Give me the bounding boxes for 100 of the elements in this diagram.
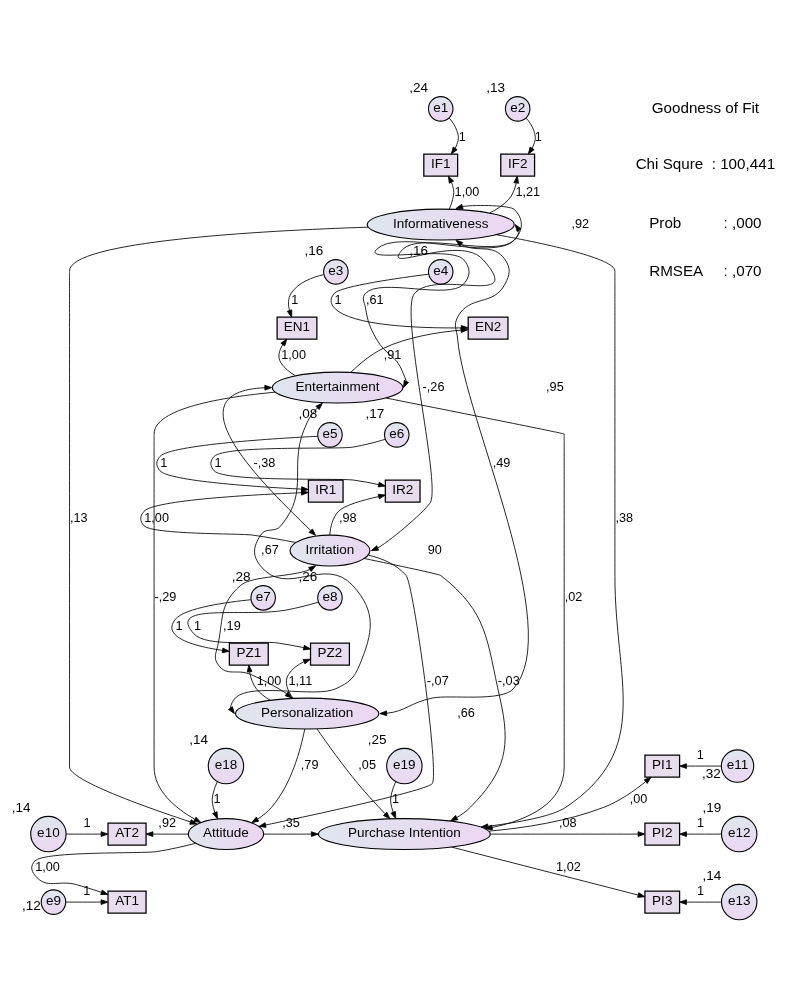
edge-label: 1	[697, 816, 705, 831]
arrow	[156, 435, 318, 492]
edge-label: 1	[391, 792, 400, 807]
edge-label: 1,00	[281, 347, 306, 362]
edge-label: 1,00	[144, 510, 169, 525]
edge-label: ,61	[365, 292, 384, 307]
edge-label: ,00	[629, 792, 648, 807]
node-box: EN1	[276, 316, 318, 340]
node-circle: e8	[317, 585, 343, 611]
node-label: ,12	[22, 897, 41, 913]
arrow	[379, 239, 529, 717]
arrow	[258, 554, 434, 828]
arrow	[448, 117, 459, 155]
label: ,92	[571, 216, 590, 231]
edge-label: -,29	[154, 589, 177, 604]
edge-label: ,19	[223, 618, 241, 633]
node-box: PI2	[644, 822, 681, 846]
arrow	[211, 781, 218, 820]
label: Chi Squre : 100,441	[635, 154, 776, 172]
arrow	[679, 763, 722, 769]
node-box: IF1	[423, 153, 459, 177]
node-label: ,28	[231, 569, 251, 585]
arrow	[447, 175, 455, 210]
edge-label: 1	[458, 129, 466, 144]
node-circle: e7	[250, 585, 276, 611]
node-label: ,14	[702, 868, 722, 884]
arrow	[525, 117, 536, 155]
edge-label: 1	[213, 792, 221, 807]
arrow	[329, 493, 386, 536]
edge-label: 1	[194, 618, 202, 633]
arrow	[679, 899, 722, 905]
arrow	[210, 438, 386, 488]
arrow	[251, 728, 306, 824]
edge-label: ,35	[282, 816, 300, 831]
edge-label: -,03	[497, 673, 520, 688]
node-circle: e19	[386, 747, 423, 785]
label: ,66	[457, 705, 475, 720]
node-circle: e10	[30, 815, 67, 853]
edge-label: 1,02	[556, 860, 581, 875]
arrow	[145, 831, 189, 837]
node-ellipse: Informativeness	[366, 208, 515, 241]
node-circle: e4	[427, 259, 454, 285]
edge-label: -,26	[422, 379, 445, 394]
node-box: EN2	[467, 316, 509, 340]
node-label: ,13	[486, 80, 506, 96]
edge-label: -,38	[253, 455, 276, 470]
arrow	[278, 338, 296, 377]
arrow	[370, 224, 522, 551]
node-circle: e11	[720, 749, 755, 783]
node-box: PI1	[644, 754, 681, 778]
arrow	[362, 203, 522, 388]
edge-label: ,91	[383, 347, 402, 362]
node-box: PZ1	[228, 642, 269, 666]
node-box: PI3	[644, 890, 681, 914]
edge-label: ,38	[615, 510, 634, 525]
edge-label: 1	[697, 884, 705, 899]
edge-label: 1	[83, 884, 91, 899]
node-circle: e18	[207, 747, 245, 785]
arrow	[171, 599, 252, 654]
node-circle: e12	[720, 815, 758, 853]
edge-label: ,13	[70, 510, 88, 525]
arrow	[65, 831, 109, 837]
node-circle: e2	[504, 96, 531, 122]
edge-label: 1	[696, 748, 704, 763]
node-box: IR2	[384, 479, 421, 503]
arrow	[390, 781, 397, 819]
node-circle: e9	[40, 889, 67, 915]
arrow	[489, 175, 519, 214]
edge-label: 1	[291, 292, 299, 307]
label: ,95	[546, 379, 564, 394]
edge-label: ,08	[558, 816, 577, 831]
arrow	[490, 831, 646, 837]
arrow	[480, 234, 624, 830]
node-box: AT2	[107, 822, 147, 846]
edge-label: ,67	[261, 542, 279, 557]
label: 90	[427, 542, 442, 557]
arrow	[187, 601, 319, 651]
edge-label: 1,00	[35, 860, 60, 875]
label: RMSEA : ,070	[649, 261, 762, 279]
arrow	[65, 899, 109, 905]
node-circle: e6	[383, 422, 410, 448]
node-ellipse: Entertainment	[271, 371, 404, 404]
label: Goodness of Fit	[651, 98, 760, 116]
edge-label: 1	[160, 455, 168, 470]
arrow	[263, 831, 319, 837]
arrow	[316, 728, 391, 820]
edge-label: 1,21	[515, 184, 541, 199]
arrow	[286, 274, 324, 318]
edge-label: ,92	[158, 816, 176, 831]
node-circle: e3	[323, 259, 349, 285]
edge-label: ,02	[564, 589, 583, 604]
node-label: ,24	[409, 80, 429, 96]
node-label: ,32	[702, 766, 721, 782]
node-ellipse: Irritation	[289, 534, 371, 567]
node-label: ,25	[367, 732, 387, 748]
arrow	[679, 831, 722, 837]
edge-label: 1,11	[288, 673, 313, 688]
edge-label: 1	[334, 292, 342, 307]
node-box: IF2	[500, 153, 536, 177]
node-ellipse: Personalization	[234, 697, 380, 730]
